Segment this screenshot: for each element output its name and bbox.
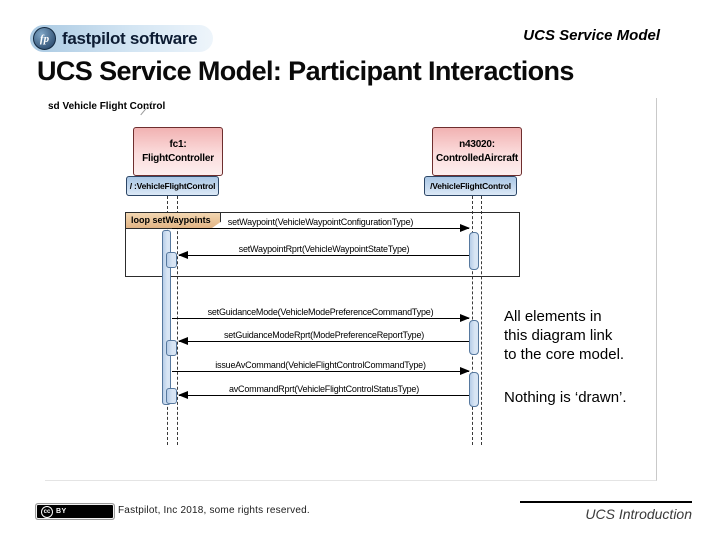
interface-label: /VehicleFlightControl [430, 181, 511, 191]
arrowhead-left-icon [178, 337, 188, 345]
message-label: setGuidanceMode(VehicleModePreferenceCom… [207, 307, 434, 317]
activation-right-1 [469, 232, 479, 270]
cc-by-label: BY [56, 508, 67, 515]
header-context-label: UCS Service Model [523, 27, 660, 44]
activation-right-3 [469, 372, 479, 407]
arrowhead-left-icon [178, 391, 188, 399]
message-line [178, 337, 469, 345]
participant-name: n43020: [459, 139, 495, 150]
participant-name: fc1: [169, 139, 187, 150]
message-label: setGuidanceModeRprt(ModePreferenceReport… [223, 330, 425, 340]
interface-lifeline-left: / :VehicleFlightControl [126, 176, 219, 196]
sd-frame-label: sd Vehicle Flight Control [48, 101, 166, 112]
arrowhead-right-icon [460, 367, 470, 375]
activation-left-main [162, 230, 171, 405]
fastpilot-logo: fp fastpilot software [30, 25, 214, 52]
message-set-waypoint: setWaypoint(VehicleWaypointConfiguration… [172, 217, 470, 232]
footer-section-label: UCS Introduction [585, 506, 692, 522]
message-label: setWaypoint(VehicleWaypointConfiguration… [227, 217, 414, 227]
activation-left-nested-3 [166, 388, 177, 404]
message-set-guidance-mode-rprt: setGuidanceModeRprt(ModePreferenceReport… [178, 330, 469, 345]
message-line [178, 251, 469, 259]
interface-lifeline-right: /VehicleFlightControl [424, 176, 517, 196]
participant-type: FlightController [142, 152, 214, 164]
interface-label: / :VehicleFlightControl [129, 181, 216, 191]
message-line [172, 224, 470, 232]
participant-controlled-aircraft: n43020: ControlledAircraft [432, 127, 522, 176]
lifeline-left-outer [177, 196, 178, 445]
message-av-command-rprt: avCommandRprt(VehicleFlightControlStatus… [178, 384, 469, 399]
message-set-guidance-mode: setGuidanceMode(VehicleModePreferenceCom… [172, 307, 470, 322]
message-label: issueAvCommand(VehicleFlightControlComma… [215, 360, 426, 370]
sequence-diagram: sd Vehicle Flight Control fc1: FlightCon… [45, 98, 657, 481]
cc-by-license-badge: cc BY [36, 504, 114, 519]
arrowhead-right-icon [460, 224, 470, 232]
participant-flight-controller: fc1: FlightController [133, 127, 223, 176]
activation-left-nested-1 [166, 252, 177, 268]
note-nothing-drawn: Nothing is ‘drawn’. [504, 389, 627, 406]
arrowhead-right-icon [460, 314, 470, 322]
message-set-waypoint-rprt: setWaypointRprt(VehicleWaypointStateType… [178, 244, 469, 259]
footer-divider [520, 501, 692, 503]
activation-right-2 [469, 320, 479, 355]
message-line [172, 367, 470, 375]
slide-title: UCS Service Model: Participant Interacti… [37, 56, 574, 86]
message-line [172, 314, 470, 322]
message-label: setWaypointRprt(VehicleWaypointStateType… [238, 244, 410, 254]
note-core-model: All elements in this diagram link to the… [504, 308, 625, 363]
message-line [178, 391, 469, 399]
arrowhead-left-icon [178, 251, 188, 259]
copyright-text: Fastpilot, Inc 2018, some rights reserve… [118, 505, 310, 516]
creative-commons-icon: cc [41, 505, 53, 518]
logo-text: fastpilot software [62, 28, 198, 48]
message-label: avCommandRprt(VehicleFlightControlStatus… [228, 384, 420, 394]
participant-type: ControlledAircraft [436, 152, 518, 164]
message-issue-av-command: issueAvCommand(VehicleFlightControlComma… [172, 360, 470, 375]
lifeline-right-outer [481, 196, 482, 445]
fp-logo-icon: fp [33, 27, 56, 50]
activation-left-nested-2 [166, 340, 177, 356]
